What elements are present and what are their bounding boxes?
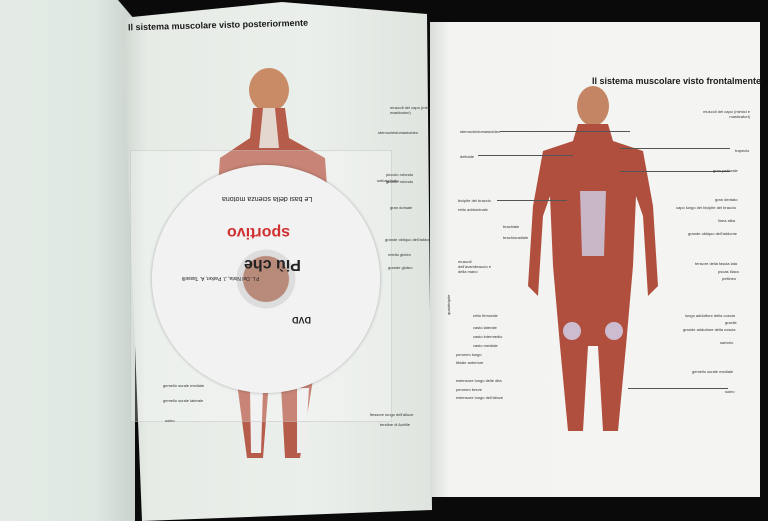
label: gran pettorale: [713, 168, 738, 173]
leader-line: [628, 388, 728, 389]
leader-line: [500, 131, 630, 132]
label: medio gluteo: [388, 252, 411, 257]
label: estensore lungo delle dita: [456, 378, 502, 383]
dvd-disc[interactable]: Più che sportivo Le basi della scienza m…: [152, 165, 380, 393]
label: brachioradiale: [503, 235, 529, 240]
label: brachiale: [503, 224, 520, 229]
blank-left-page: [0, 0, 135, 521]
dvd-title-line1: Più che: [244, 256, 301, 273]
label: vasto intermedio: [473, 334, 503, 339]
leader-line: [478, 155, 573, 156]
right-page-title: Il sistema muscolare visto frontalmente: [592, 76, 762, 86]
label: peroneo breve: [456, 387, 482, 392]
label: sartorio: [720, 340, 734, 345]
label: vasto mediale: [473, 343, 498, 348]
leader-line: [620, 171, 730, 172]
leader-line: [620, 148, 730, 149]
dvd-authors: P.L. Del Nista, J. Parker, A. Tasselli: [182, 275, 260, 281]
label: estensore lungo dell'alluce: [456, 395, 504, 400]
label: pettineo: [722, 276, 737, 281]
label: tibiale anteriore: [456, 360, 484, 365]
label: peroneo lungo: [456, 352, 482, 357]
label: soleo: [725, 389, 735, 394]
label: trapezio: [735, 148, 750, 153]
label: flessore lungo dell'alluce: [370, 412, 414, 417]
dvd-title-line2: sportivo: [227, 224, 291, 241]
label: retto femorale: [473, 313, 498, 318]
label: capo lungo del bicipite del braccio: [676, 205, 737, 210]
label: retto addominale: [458, 207, 488, 212]
label: linea alba: [718, 218, 736, 223]
label: piccolo rotondo: [386, 172, 414, 177]
label: muscoli del capo (mimici e masticatori): [390, 105, 437, 115]
label: grande obliquo dell'addome: [385, 237, 435, 242]
label: sternocleidomastoideo: [378, 130, 419, 135]
label: vasto laterale: [473, 325, 497, 330]
label: grande gluteo: [388, 265, 413, 270]
label: gran dorsale: [390, 205, 413, 210]
dvd-subtitle: Le basi della scienza motoria: [222, 195, 313, 202]
label: sternocleidomastoideo: [460, 129, 501, 134]
label: tensore della fascia lata: [695, 261, 738, 266]
dvd-logo: DVD: [292, 315, 312, 325]
label: gemello surale mediale: [692, 369, 734, 374]
label: sottospinato: [377, 178, 399, 183]
label: gracile: [725, 320, 737, 325]
label: deltoide: [460, 154, 475, 159]
label: grande rotondo: [386, 179, 414, 184]
anterior-muscle-figure: [528, 86, 658, 431]
group-label: quadricipite: [446, 294, 451, 315]
label: soleo: [165, 418, 175, 423]
label: muscoli dell'avambraccio e della mano: [458, 259, 492, 274]
label: tendine di Achille: [380, 422, 411, 427]
label: gemello surale laterale: [163, 398, 204, 403]
label: grande obliquo dell'addome: [688, 231, 738, 236]
leader-line: [497, 200, 567, 201]
label: gran dentato: [715, 197, 738, 202]
label: muscoli del capo (mimici e masticatori): [703, 109, 750, 119]
label: gemello surale mediale: [163, 383, 205, 388]
label: psoas iliaco: [718, 269, 739, 274]
label: grande adduttore della coscia: [683, 327, 736, 332]
label: bicipite del braccio: [458, 198, 491, 203]
label: lungo adduttore della coscia: [685, 313, 735, 318]
